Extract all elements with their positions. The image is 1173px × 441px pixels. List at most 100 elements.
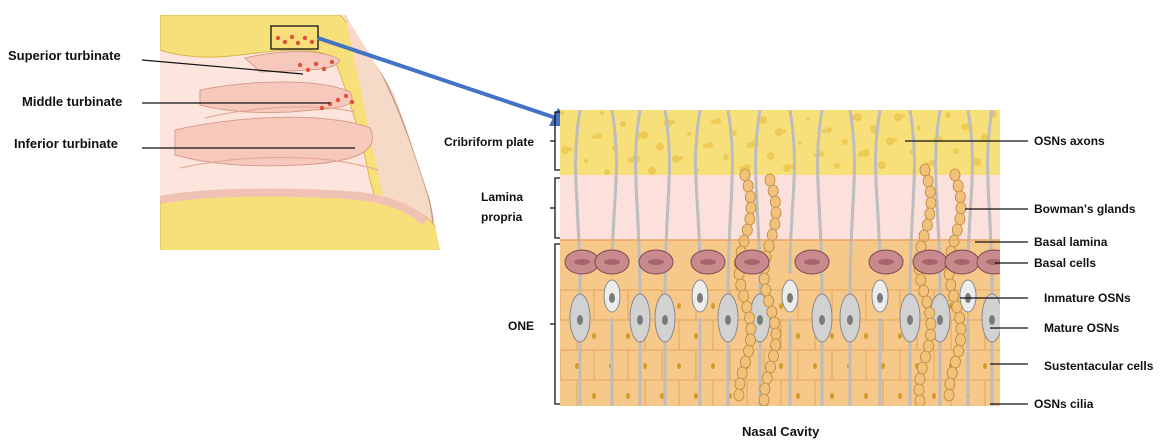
bowmans-gland-cell xyxy=(770,317,780,329)
bowmans-gland-cell xyxy=(926,197,936,209)
bone-spot xyxy=(560,111,564,115)
bowmans-gland-cell xyxy=(735,378,745,390)
basal-cell-nucleus xyxy=(954,259,970,265)
label-nasal-cavity: Nasal Cavity xyxy=(742,424,820,439)
bone-spot xyxy=(711,120,715,124)
bowmans-gland-cell xyxy=(745,191,755,203)
sustentacular-nucleus xyxy=(1000,393,1004,399)
label-osns-axons: OSNs axons xyxy=(1034,134,1105,148)
bowmans-gland-cell xyxy=(949,290,959,302)
basal-cell-nucleus xyxy=(804,259,820,265)
sustentacular-nucleus xyxy=(626,333,630,339)
label-middle-turbinate: Middle turbinate xyxy=(22,94,122,109)
osn-nucleus xyxy=(697,293,703,303)
bowmans-gland-cell xyxy=(737,367,747,379)
bowmans-gland-cell xyxy=(759,394,769,406)
bone-spot xyxy=(834,163,840,169)
bowmans-gland-cell xyxy=(771,339,781,351)
bone-spot xyxy=(747,142,753,148)
sustentacular-nucleus xyxy=(830,333,834,339)
bone-spot xyxy=(561,146,569,154)
osn-nucleus xyxy=(662,315,668,325)
bowmans-gland-cell xyxy=(765,361,775,373)
bowmans-gland-cell xyxy=(950,356,960,368)
bowmans-gland-cell xyxy=(946,279,956,291)
osn-nucleus xyxy=(757,315,763,325)
bowmans-gland-cell xyxy=(742,224,752,236)
sustentacular-nucleus xyxy=(864,393,868,399)
osn-nucleus xyxy=(577,315,583,325)
sustentacular-nucleus xyxy=(711,363,715,369)
bowmans-gland-cell xyxy=(926,318,936,330)
bowmans-gland-cell xyxy=(923,175,933,187)
bowmans-gland-cell xyxy=(926,329,936,341)
osn-nucleus xyxy=(637,315,643,325)
label-basal-lamina: Basal lamina xyxy=(1034,235,1108,249)
bowmans-gland-cell xyxy=(924,340,934,352)
bowmans-gland-cell xyxy=(760,383,770,395)
bowmans-gland-cell xyxy=(917,362,927,374)
bowmans-gland-cell xyxy=(746,334,756,346)
bone-spot xyxy=(945,112,951,118)
bone-spot xyxy=(822,129,826,133)
bowmans-gland-cell xyxy=(915,395,925,407)
bowmans-gland-cell xyxy=(743,180,753,192)
bowmans-gland-cell xyxy=(769,350,779,362)
bowmans-gland-cell xyxy=(947,367,957,379)
bone-spot xyxy=(767,152,775,160)
label-one: ONE xyxy=(508,319,534,333)
bowmans-gland-cell xyxy=(740,356,750,368)
bowmans-gland-cell xyxy=(746,323,756,335)
bone-spot xyxy=(600,111,604,115)
bowmans-gland-cell xyxy=(922,219,932,231)
bowmans-gland-cell xyxy=(761,284,771,296)
label-sustentacular-cells: Sustentacular cells xyxy=(1044,359,1154,373)
bowmans-gland-cell xyxy=(945,378,955,390)
bone-spot xyxy=(826,127,832,133)
bone-spot xyxy=(656,143,664,151)
label-cribriform-plate: Cribriform plate xyxy=(444,135,534,149)
inferior-turbinate-shape xyxy=(175,117,372,165)
bone-spot xyxy=(715,118,721,124)
label-inmature-osns: Inmature OSNs xyxy=(1044,291,1131,305)
bowmans-gland-cell xyxy=(759,273,769,285)
sustentacular-nucleus xyxy=(779,363,783,369)
label-mature-osns: Mature OSNs xyxy=(1044,321,1120,335)
bowmans-gland-cell xyxy=(739,290,749,302)
bowmans-gland-cell xyxy=(925,208,935,220)
bone-spot xyxy=(798,141,802,145)
sustentacular-nucleus xyxy=(796,333,800,339)
bowmans-gland-cell xyxy=(739,235,749,247)
bowmans-gland-cell xyxy=(744,345,754,357)
bone-spot xyxy=(648,167,656,175)
bowmans-gland-cell xyxy=(915,373,925,385)
sustentacular-nucleus xyxy=(643,363,647,369)
bone-spot xyxy=(953,148,959,154)
bowmans-gland-cell xyxy=(944,389,954,401)
bone-spot xyxy=(886,137,894,145)
bowmans-gland-cell xyxy=(745,213,755,225)
label-basal-cells: Basal cells xyxy=(1034,256,1096,270)
bone-spot xyxy=(806,117,810,121)
basal-cell-nucleus xyxy=(878,259,894,265)
osn-nucleus xyxy=(877,293,883,303)
bowmans-gland-cell xyxy=(914,384,924,396)
bone-spot xyxy=(842,139,848,145)
bone-spot xyxy=(961,124,967,130)
sustentacular-nucleus xyxy=(796,393,800,399)
bowmans-gland-cell xyxy=(916,274,926,286)
layer-braces xyxy=(550,112,560,404)
basal-cell-nucleus xyxy=(604,259,620,265)
sustentacular-nucleus xyxy=(898,393,902,399)
osn-nucleus xyxy=(937,315,943,325)
bone-spot xyxy=(596,133,602,139)
bowmans-gland-cell xyxy=(770,196,780,208)
bowmans-gland-cell xyxy=(954,345,964,357)
bowmans-gland-cell xyxy=(740,169,750,181)
bowmans-gland-cell xyxy=(922,296,932,308)
bowmans-gland-cell xyxy=(736,279,746,291)
label-bowmans-glands: Bowman's glands xyxy=(1034,202,1136,216)
bone-spot xyxy=(620,121,626,127)
sustentacular-nucleus xyxy=(677,303,681,309)
